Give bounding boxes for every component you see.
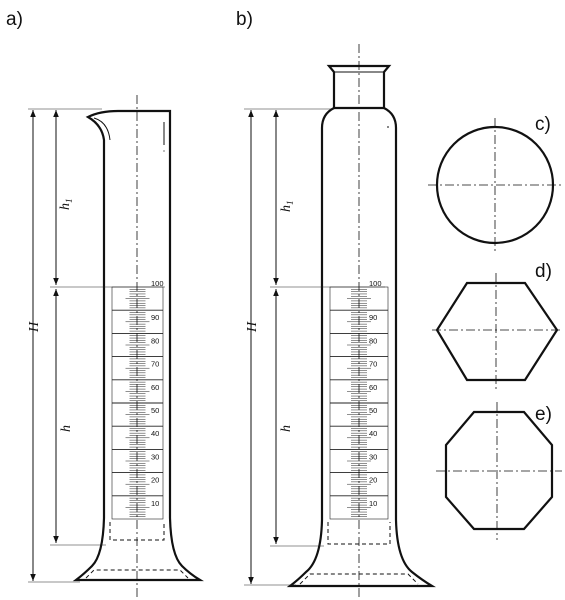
panel-label-c: c) — [535, 114, 551, 135]
cylinder-b-scale-label: 50 — [369, 406, 377, 415]
cylinder-a-scale-label: 100 — [151, 279, 164, 288]
dim-a-h1-label: h1 — [58, 199, 74, 211]
cylinder-b-scale-label: 100 — [369, 279, 382, 288]
cylinder-a-scale-label: 30 — [151, 452, 159, 461]
cylinder-a-foot — [72, 517, 204, 582]
cylinder-b-scale-label: 80 — [369, 336, 377, 345]
cylinder-b-foot — [286, 519, 436, 588]
cylinder-b-scale-label: 20 — [369, 476, 377, 485]
dim-a-h-label: h — [59, 425, 74, 432]
cross-section-circle — [428, 118, 562, 252]
cylinder-a-scale-label: 40 — [151, 429, 159, 438]
panel-label-d: d) — [535, 261, 552, 282]
cylinder-a-graduations: 100 90 80 70 60 50 40 30 20 10 — [111, 279, 164, 520]
cylinder-a-scale-label: 90 — [151, 313, 159, 322]
dim-a-H-label: H — [27, 321, 42, 333]
cylinder-a: 100 90 80 70 60 50 40 30 20 10 H h1 h — [27, 95, 204, 598]
dim-b-h-label: h — [279, 425, 294, 432]
cylinder-b-scale-label: 30 — [369, 452, 377, 461]
dim-b-H-label: H — [245, 321, 260, 333]
panel-label-a: a) — [6, 9, 23, 30]
cylinder-a-scale-label: 80 — [151, 336, 159, 345]
panel-label-e: e) — [535, 404, 552, 425]
cylinder-b-outline — [320, 107, 398, 520]
cylinder-a-scale-label: 20 — [151, 476, 159, 485]
cylinder-b: 100 90 80 70 60 50 40 30 20 10 H h1 h — [244, 44, 436, 598]
octagon-section-outline — [444, 410, 554, 531]
dim-b-h1-label: h1 — [279, 201, 295, 213]
cross-section-octagon — [436, 402, 562, 540]
cylinder-b-scale-label: 40 — [369, 429, 377, 438]
panel-label-b: b) — [236, 9, 253, 30]
cylinder-a-scale-label: 50 — [151, 406, 159, 415]
cylinder-b-scale-label: 90 — [369, 313, 377, 322]
cylinder-a-spout — [93, 117, 111, 141]
cylinder-a-outline — [85, 109, 172, 518]
cylinder-b-scale-label: 60 — [369, 383, 377, 392]
cylinder-a-scale-label: 60 — [151, 383, 159, 392]
cylinder-a-scale-label: 70 — [151, 360, 159, 369]
cylinder-b-scale-label: 10 — [369, 499, 377, 508]
cylinder-b-scale-label: 70 — [369, 360, 377, 369]
cylinder-a-scale-label: 10 — [151, 499, 159, 508]
cross-section-hexagon — [432, 273, 562, 390]
hexagon-section-outline — [435, 281, 559, 382]
